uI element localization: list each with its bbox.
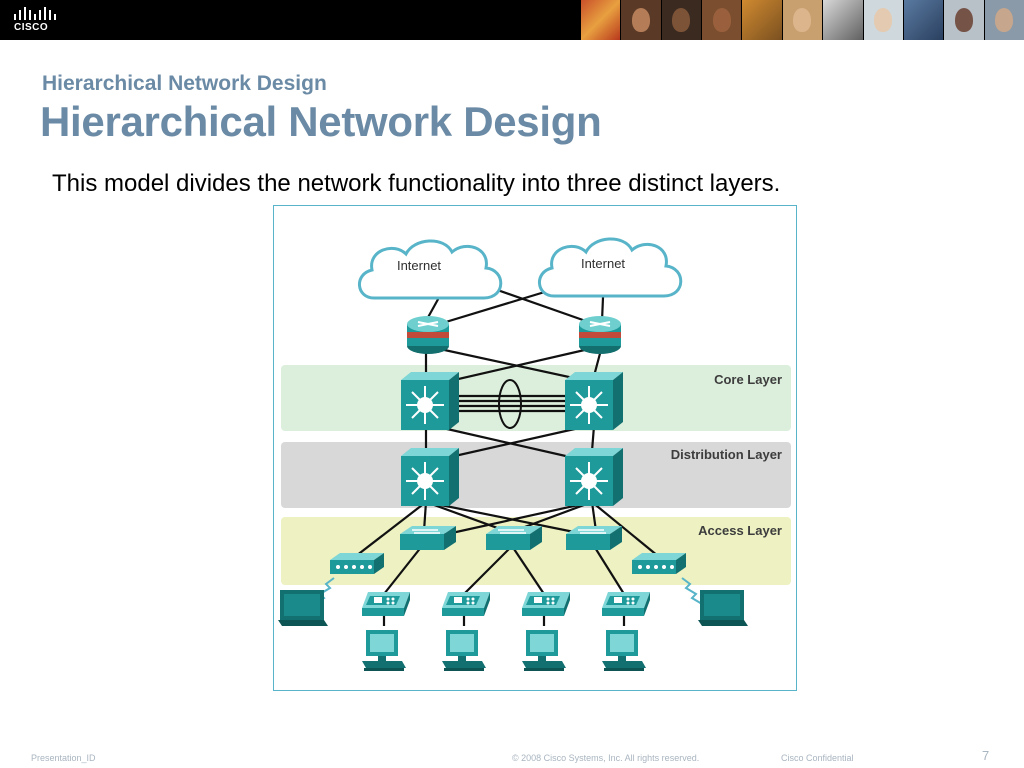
switch-icon [399, 525, 457, 551]
slide-subtitle: Hierarchical Network Design [42, 72, 327, 95]
slide-body-text: This model divides the network functiona… [52, 170, 781, 197]
router-icon [406, 315, 450, 355]
banner-photo [822, 0, 863, 40]
cisco-logo: CISCO [10, 5, 60, 35]
core-layer-label: Core Layer [714, 372, 782, 387]
laptop-icon [278, 590, 328, 626]
wireless-access-point-icon [632, 553, 686, 574]
internet-cloud-label: Internet [397, 258, 441, 273]
slide-title: Hierarchical Network Design [40, 98, 602, 145]
switch-icon [565, 525, 623, 551]
footer-confidential: Cisco Confidential [781, 753, 854, 763]
banner-photo [701, 0, 742, 40]
pc-icon [602, 630, 646, 671]
network-diagram: Core Layer Distribution Layer Access Lay… [273, 205, 797, 691]
banner-photo [943, 0, 984, 40]
laptop-icon [698, 590, 748, 626]
access-layer-label: Access Layer [698, 523, 782, 538]
top-banner: CISCO [0, 0, 1024, 40]
wireless-link-icon [681, 577, 703, 605]
footer-presentation-id: Presentation_ID [31, 753, 96, 763]
internet-cloud-label: Internet [581, 256, 625, 271]
ip-phone-icon [522, 592, 570, 616]
banner-photo [660, 0, 702, 40]
ip-phone-icon [442, 592, 490, 616]
banner-photo [983, 0, 1024, 40]
banner-photo-strip [580, 0, 1024, 40]
banner-photo [580, 0, 621, 40]
router-icon [578, 315, 622, 355]
ip-phone-icon [602, 592, 650, 616]
cisco-wordmark: CISCO [14, 22, 49, 33]
banner-photo [862, 0, 903, 40]
multilayer-switch-icon [564, 447, 624, 507]
banner-photo [741, 0, 782, 40]
footer-copyright: © 2008 Cisco Systems, Inc. All rights re… [512, 753, 700, 763]
wireless-access-point-icon [330, 553, 384, 574]
banner-photo [781, 0, 823, 40]
switch-icon [485, 525, 543, 551]
cisco-bars-icon [14, 7, 56, 20]
banner-photo [902, 0, 944, 40]
multilayer-switch-icon [564, 371, 624, 431]
distribution-layer-label: Distribution Layer [671, 447, 782, 462]
multilayer-switch-icon [400, 447, 460, 507]
ip-phone-icon [362, 592, 410, 616]
pc-icon [442, 630, 486, 671]
page-number: 7 [982, 748, 990, 763]
banner-photo [620, 0, 661, 40]
multilayer-switch-icon [400, 371, 460, 431]
pc-icon [522, 630, 566, 671]
pc-icon [362, 630, 406, 671]
